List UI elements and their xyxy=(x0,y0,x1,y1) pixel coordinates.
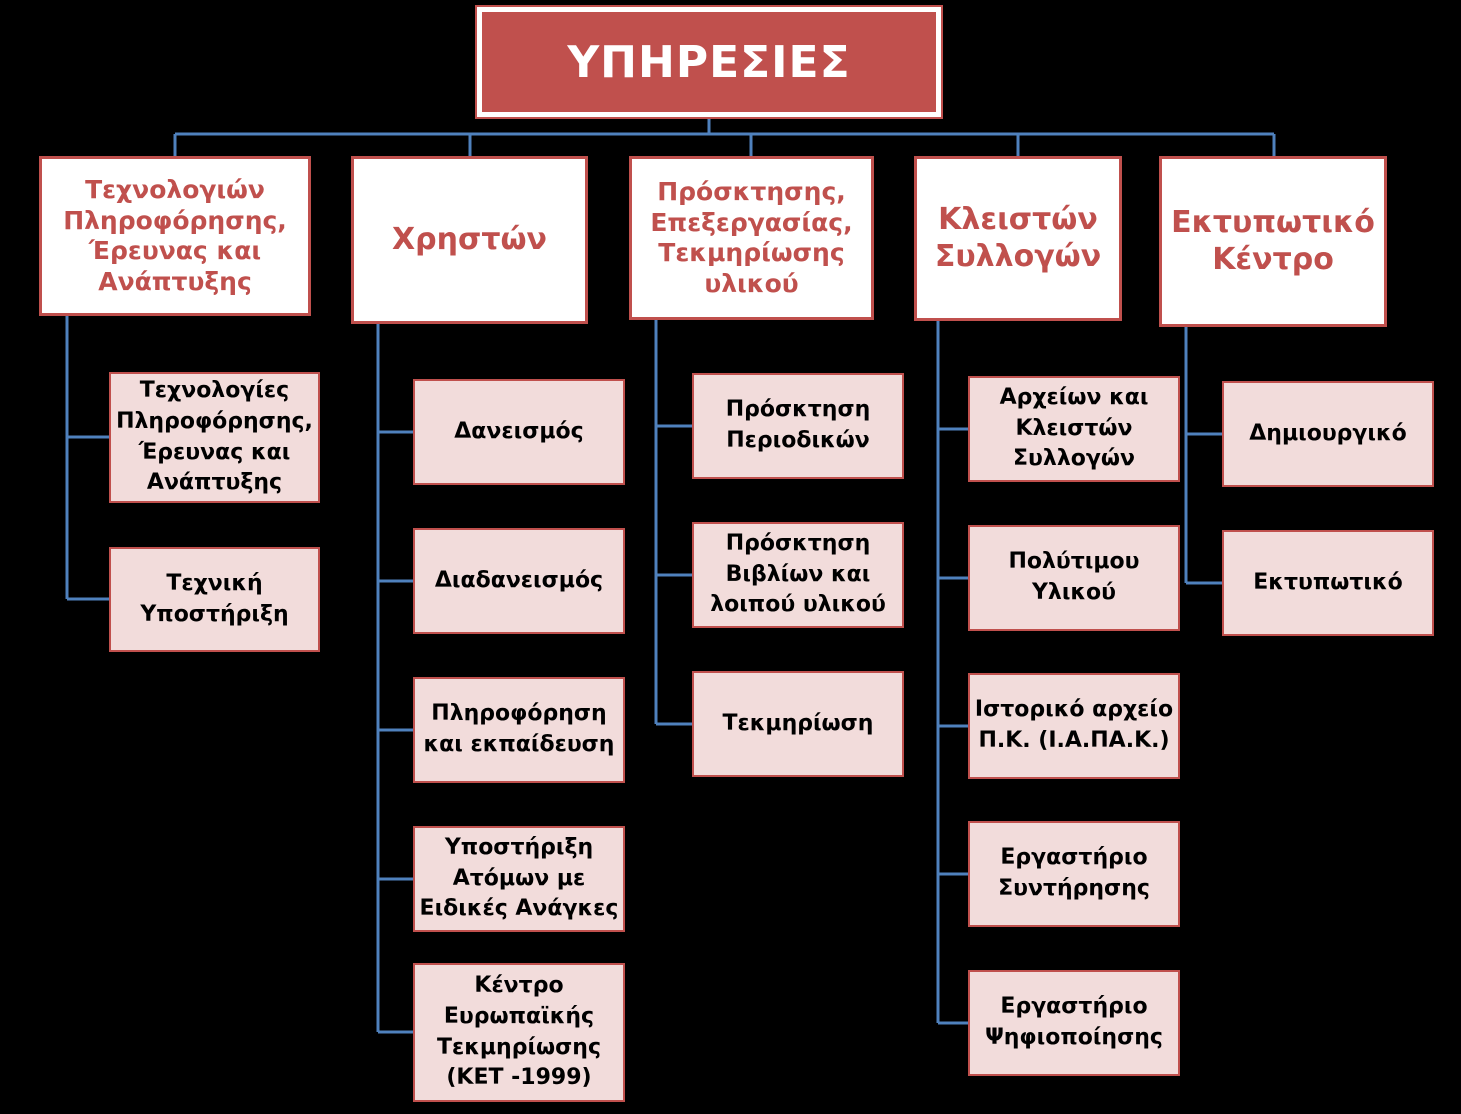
leaf-digitization-lab: Εργαστήριο Ψηφιοποίησης xyxy=(968,970,1180,1076)
leaf-valuable-material: Πολύτιμου Υλικού xyxy=(968,525,1180,631)
leaf-creative: Δημιουργικό xyxy=(1222,381,1434,487)
leaf-interlibrary-loan: Διαδανεισμός xyxy=(413,528,625,634)
leaf-historical-archive: Ιστορικό αρχείο Π.Κ. (Ι.Α.ΠΑ.Κ.) xyxy=(968,673,1180,779)
category-acquisition: Πρόσκτησης, Επεξεργασίας, Τεκμηρίωσης υλ… xyxy=(629,156,874,320)
leaf-archives-closed-collections: Αρχείων και Κλειστών Συλλογών xyxy=(968,376,1180,482)
leaf-periodicals-acquisition: Πρόσκτηση Περιοδικών xyxy=(692,373,904,479)
leaf-conservation-lab: Εργαστήριο Συντήρησης xyxy=(968,821,1180,927)
leaf-printing: Εκτυπωτικό xyxy=(1222,530,1434,636)
leaf-european-documentation-centre: Κέντρο Ευρωπαϊκής Τεκμηρίωσης (ΚΕΤ -1999… xyxy=(413,963,625,1102)
category-closed-collections: Κλειστών Συλλογών xyxy=(914,156,1122,321)
category-it-research: Τεχνολογιών Πληροφόρησης, Έρευνας και Αν… xyxy=(39,156,311,316)
leaf-special-needs-support: Υποστήριξη Ατόμων με Ειδικές Ανάγκες xyxy=(413,826,625,932)
leaf-lending: Δανεισμός xyxy=(413,379,625,485)
category-users: Χρηστών xyxy=(351,156,588,324)
leaf-information-training: Πληροφόρηση και εκπαίδευση xyxy=(413,677,625,783)
leaf-documentation: Τεκμηρίωση xyxy=(692,671,904,777)
leaf-technical-support: Τεχνική Υποστήριξη xyxy=(109,547,320,652)
leaf-it-research: Τεχνολογίες Πληροφόρησης, Έρευνας και Αν… xyxy=(109,372,320,503)
leaf-books-acquisition: Πρόσκτηση Βιβλίων και λοιπού υλικού xyxy=(692,522,904,628)
root-node: ΥΠΗΡΕΣΙΕΣ xyxy=(475,5,943,119)
category-printing-centre: Εκτυπωτικό Κέντρο xyxy=(1159,156,1387,327)
